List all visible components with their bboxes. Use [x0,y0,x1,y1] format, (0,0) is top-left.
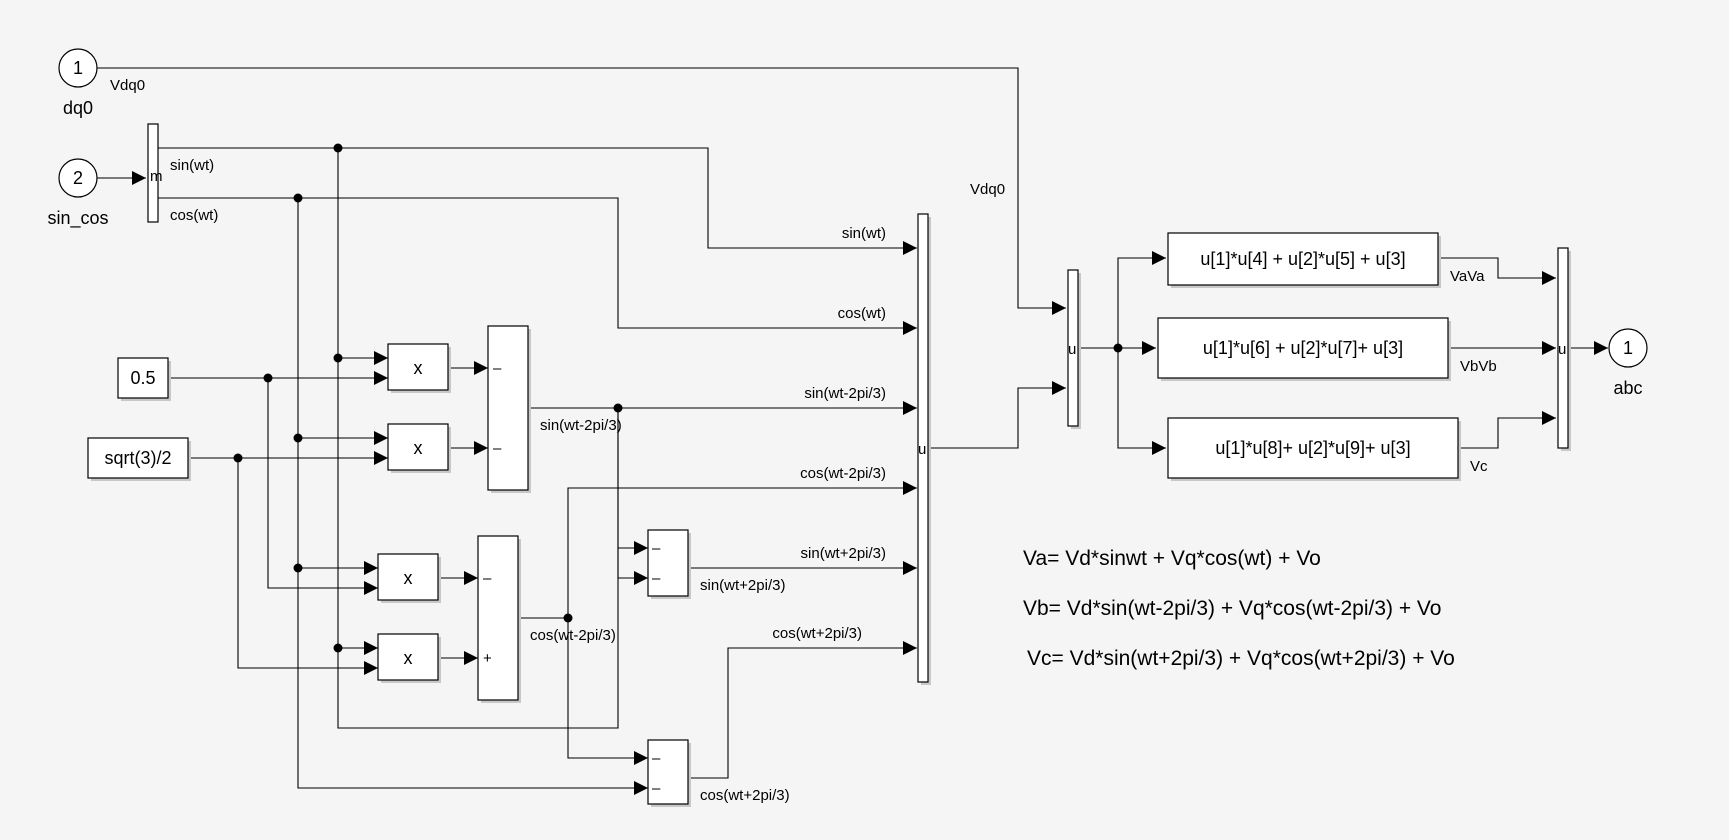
constant-root3-value: sqrt(3)/2 [104,448,171,468]
mux-input-label: sin(wt-2pi/3) [804,385,886,402]
fcn-expression: u[1]*u[4] + u[2]*u[5] + u[3] [1200,249,1405,269]
constant-half-value: 0.5 [130,368,155,388]
mux-input-label: sin(wt+2pi/3) [801,545,886,562]
equation-vc: Vc= Vd*sin(wt+2pi/3) + Vq*cos(wt+2pi/3) … [1027,647,1455,670]
sum-block-sin-plus[interactable]: – – sin(wt+2pi/3) [647,529,785,599]
fcn-block-vb[interactable]: u[1]*u[6] + u[2]*u[7]+ u[3] VbVb [1157,317,1497,381]
fcn-output-label: Vc [1470,458,1488,475]
demux-port-glyph: m [150,168,163,185]
wire-sin-minus-to-sum3 [617,548,648,585]
product-block-3[interactable]: x [377,553,441,603]
fcn-block-va[interactable]: u[1]*u[4] + u[2]*u[5] + u[3] VaVa [1167,232,1485,288]
inport-sin-cos-name: sin_cos [47,208,108,229]
sum-sign-minus: – [483,570,492,587]
mux-block-1[interactable]: u sin(wt) cos(wt) sin(wt-2pi/3) cos(wt-2… [772,213,931,685]
product-block-2[interactable]: x [387,423,451,473]
mux-input-label: cos(wt+2pi/3) [772,625,862,642]
junction-dot [293,563,303,573]
product-symbol: x [414,358,423,378]
junction-dot [1113,343,1123,353]
junction-dot [613,403,623,413]
demux-label-sin: sin(wt) [170,157,214,174]
sum-sign-minus: – [493,360,502,377]
junction-dot [263,373,273,383]
inport-dq0-number: 1 [73,58,83,78]
mux-port-glyph: u [918,441,926,458]
junction-dot [563,613,573,623]
junction-dot [333,143,343,153]
sum-sign-minus: – [493,440,502,457]
outport-abc[interactable]: 1 abc [1608,328,1648,398]
sum-output-label: sin(wt-2pi/3) [540,417,622,434]
product-symbol: x [404,648,413,668]
sum-sign-minus: – [652,780,661,797]
constant-root3[interactable]: sqrt(3)/2 [87,437,191,481]
wire-cos-minus[interactable] [518,481,917,619]
outport-abc-name: abc [1613,378,1642,398]
junction-dot [333,643,343,653]
mux-input-label: sin(wt) [842,225,886,242]
wire-mux2-fcn3 [1117,348,1166,455]
wire-cos-wt[interactable] [158,197,917,335]
vdq0-signal-label: Vdq0 [970,181,1005,198]
inport-dq0[interactable]: 1 dq0 Vdq0 [58,48,145,118]
demux-label-cos: cos(wt) [170,207,218,224]
fcn-output-label: VaVa [1450,268,1485,285]
sum-block-cos-plus[interactable]: – – cos(wt+2pi/3) [647,739,790,807]
mux-port-glyph: u [1068,341,1076,358]
equation-va: Va= Vd*sinwt + Vq*cos(wt) + Vo [1023,547,1321,570]
sum-output-label: cos(wt-2pi/3) [530,627,616,644]
constant-half[interactable]: 0.5 [117,357,171,401]
demux-block[interactable]: m sin(wt) cos(wt) [147,123,218,224]
wire-root3-branch [237,458,378,675]
product-block-1[interactable]: x [387,343,451,393]
junction-dots [233,143,1123,653]
junction-dot [293,193,303,203]
fcn-block-vc[interactable]: u[1]*u[8]+ u[2]*u[9]+ u[3] Vc [1167,417,1488,481]
junction-dot [333,353,343,363]
mux-input-label: cos(wt) [838,305,886,322]
sum-output-label: sin(wt+2pi/3) [700,577,785,594]
mux-block-3[interactable]: u [1557,247,1571,451]
outport-abc-number: 1 [1623,338,1633,358]
sum-block-sin-minus[interactable]: – – sin(wt-2pi/3) [487,325,622,493]
fcn-output-label: VbVb [1460,358,1497,375]
inport-dq0-signal-label: Vdq0 [110,77,145,94]
sum-sign-minus: – [652,540,661,557]
wire-cos-minus-branch [567,618,648,765]
sum-output-label: cos(wt+2pi/3) [700,787,790,804]
product-symbol: x [404,568,413,588]
junction-dot [293,433,303,443]
mux-port-glyph: u [1558,341,1566,358]
wire-vdq0[interactable] [97,67,1066,315]
wire-va[interactable] [1438,257,1556,285]
equation-vb: Vb= Vd*sin(wt-2pi/3) + Vq*cos(wt-2pi/3) … [1023,597,1441,620]
sum-block-cos-minus[interactable]: – + cos(wt-2pi/3) [477,535,616,703]
inport-sin-cos-number: 2 [73,168,83,188]
product-block-4[interactable]: x [377,633,441,683]
wire-cos-plus[interactable] [688,641,917,779]
product-symbol: x [414,438,423,458]
mux-block-2[interactable]: u [1067,269,1081,429]
inport-dq0-name: dq0 [63,98,93,118]
inport-sin-cos[interactable]: 2 sin_cos [47,158,109,229]
wire-sin-minus-branch [617,408,648,555]
equations-annotation: Va= Vd*sinwt + Vq*cos(wt) + Vo Vb= Vd*si… [1023,547,1455,670]
sum-sign-minus: – [652,570,661,587]
signal-lines [97,67,1608,795]
wire-half-branch [267,378,378,595]
wire-cos-branch [297,198,648,795]
junction-dot [233,453,243,463]
wire-vc[interactable] [1458,411,1556,449]
sum-sign-plus: + [483,650,492,667]
wire-mux2-out[interactable] [1078,251,1166,349]
fcn-expression: u[1]*u[6] + u[2]*u[7]+ u[3] [1203,338,1403,358]
wire-mux1-mux2[interactable] [928,381,1066,449]
wire-sin-wt[interactable] [158,147,917,255]
mux-input-label: cos(wt-2pi/3) [800,465,886,482]
fcn-expression: u[1]*u[8]+ u[2]*u[9]+ u[3] [1215,438,1410,458]
sum-sign-minus: – [652,750,661,767]
